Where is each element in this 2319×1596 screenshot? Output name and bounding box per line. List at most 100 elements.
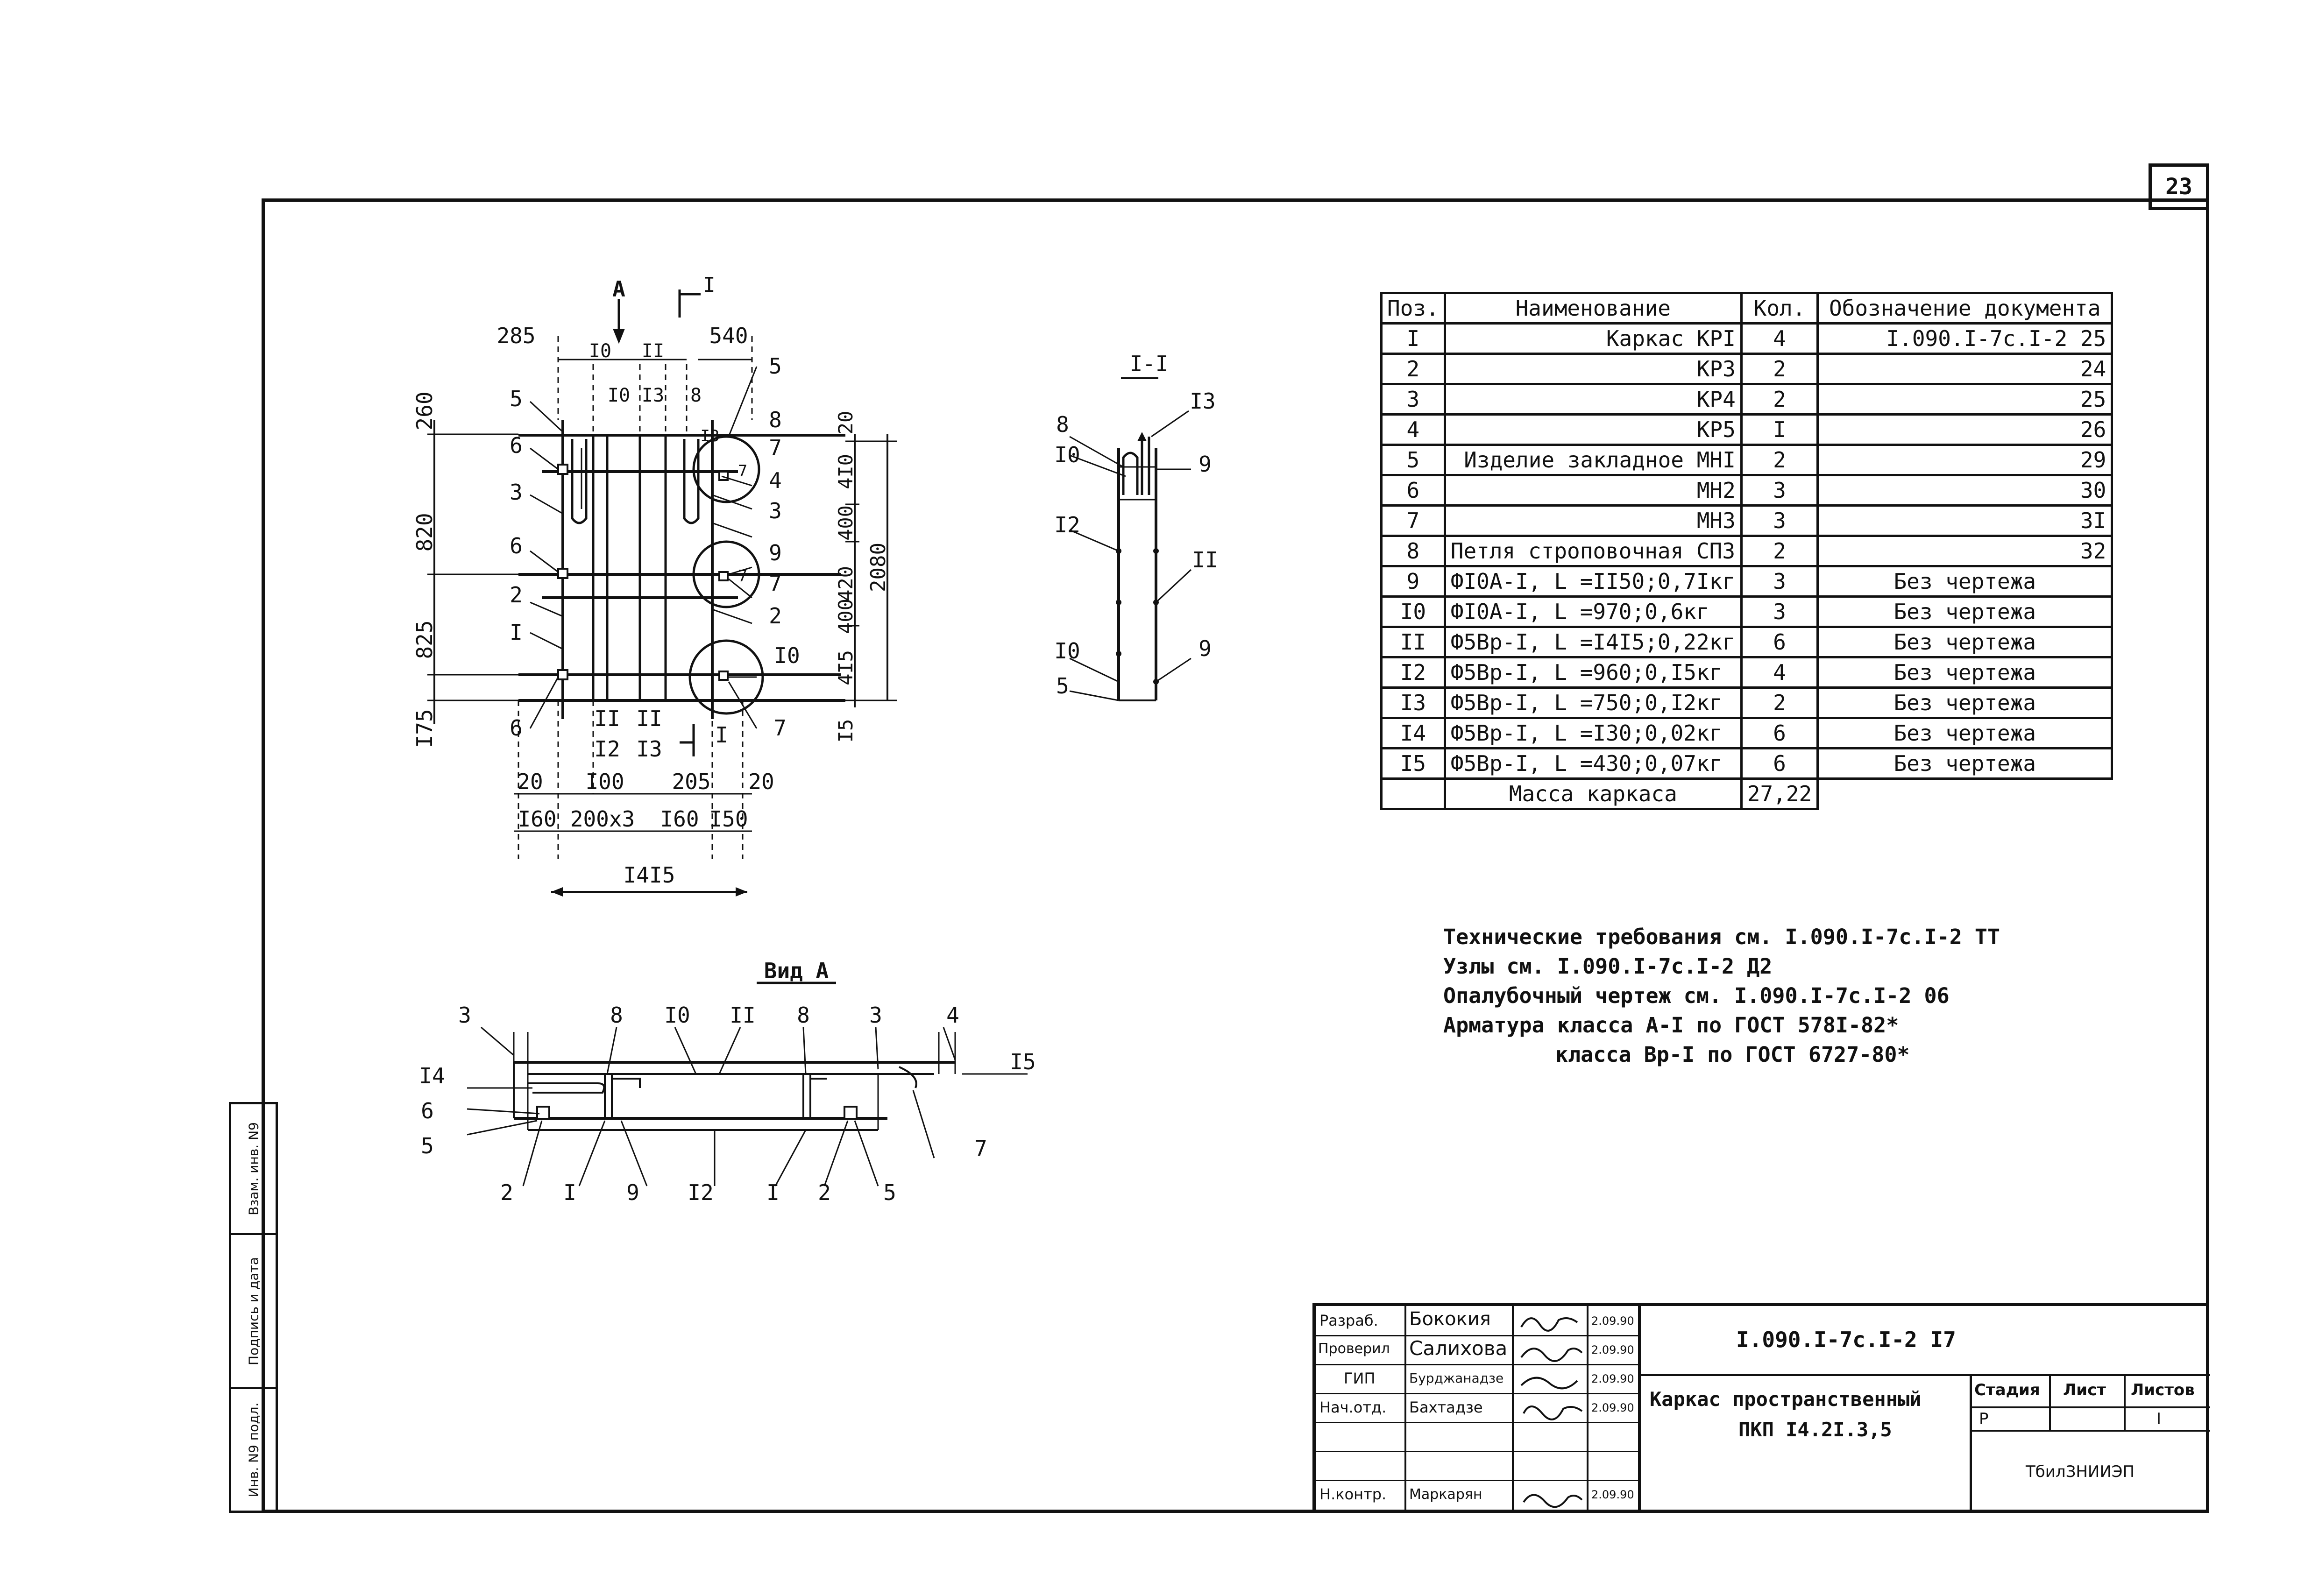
spec-name: Ф5Вр-I, L =750;0,I2кг [1443, 686, 1743, 719]
spec-pos: I0 [1380, 595, 1446, 628]
view-a-bottom-0: 2 [500, 1180, 513, 1205]
tb-date-6: 2.09.90 [1591, 1488, 1634, 1501]
spec-name: Ф5Вр-I, L =I30;0,02кг [1443, 717, 1743, 749]
signatures [1520, 1317, 1583, 1508]
spec-qty: 3 [1740, 504, 1819, 537]
dim-left-2: 825 [412, 620, 437, 659]
side-strip: Взам. инв. N9 Подпись и дата Инв. N9 под… [229, 1102, 278, 1513]
main-plan-view [427, 290, 897, 897]
table-row: 5 Изделие закладное МНI 2 29 [1380, 444, 2113, 476]
tb-stage-value: Р [1979, 1410, 1989, 1428]
spec-table-wrap: Поз. Наименование Кол. Обозначение докум… [1380, 292, 2113, 810]
dim-overall-width: I4I5 [624, 862, 675, 888]
spec-doc: 24 [1816, 353, 2113, 385]
section-left-0: 8 [1056, 412, 1069, 437]
section-right-1: 9 [1199, 452, 1212, 477]
spec-pos: 3 [1380, 383, 1446, 416]
view-a-bottom-4: I [766, 1180, 780, 1205]
section-view-labels: I-I 8 I0 I2 I0 5 I3 9 II 9 [1054, 351, 1218, 699]
spec-name: Изделие закладное МНI [1443, 444, 1743, 476]
top-label-0: I0 [589, 340, 611, 362]
table-row: 7 МН3 3 3I [1380, 504, 2113, 537]
spec-header-qty: Кол. [1740, 292, 1819, 325]
tb-title-line2: ПКП I4.2I.3,5 [1738, 1418, 1892, 1441]
dim-right-5: 4I5 [834, 650, 857, 685]
dim-bottom1-2: 205 [672, 769, 710, 794]
tb-sheets-value: I [2156, 1410, 2162, 1428]
top-label-4: 8 [690, 385, 702, 406]
spec-doc: 30 [1816, 474, 2113, 507]
dim-left-1: 820 [412, 513, 437, 551]
dim-bottom2-3: I50 [709, 806, 748, 832]
spec-qty: 6 [1740, 747, 1819, 780]
top-label-5: 5 [769, 353, 782, 379]
tb-name-0: Бококия [1409, 1308, 1491, 1330]
section-mark-a: А [612, 276, 625, 302]
dim-right-3: 420 [834, 566, 857, 601]
dim-right-4: 400 [834, 599, 857, 634]
view-a-bottom-3: I2 [688, 1180, 713, 1205]
view-a-top-4: 8 [797, 1003, 810, 1028]
view-a-top-0: 3 [458, 1003, 471, 1028]
view-a-top-3: II [730, 1003, 755, 1028]
spec-pos: II [1380, 626, 1446, 658]
spec-header-doc: Обозначение документа [1816, 292, 2113, 325]
bottom-tag-4: I [715, 722, 728, 748]
table-row: I Каркас КРI 4 I.090.I-7с.I-2 25 [1380, 322, 2113, 355]
spec-qty: 2 [1740, 444, 1819, 476]
spec-doc: 29 [1816, 444, 2113, 476]
left-pos-5: I [510, 620, 523, 645]
section-left-1: I0 [1054, 442, 1080, 467]
left-pos-1: 6 [510, 433, 523, 458]
view-a-bottom-1: I [563, 1180, 576, 1205]
spec-total-value: 27,22 [1740, 777, 1819, 810]
view-a-left-0: I4 [419, 1063, 445, 1088]
dim-bottom1-1: I00 [585, 769, 624, 794]
spec-total-row: Масса каркаса 27,22 [1380, 777, 2112, 810]
dim-left-3: I75 [412, 709, 437, 748]
spec-doc: I.090.I-7с.I-2 25 [1816, 322, 2113, 355]
spec-pos: I4 [1380, 717, 1446, 749]
spec-pos: 4 [1380, 413, 1446, 446]
left-pos-4: 2 [510, 582, 523, 607]
spec-name: ФI0А-I, L =970;0,6кг [1443, 595, 1743, 628]
table-row: I3 Ф5Вр-I, L =750;0,I2кг 2 Без чертежа [1380, 686, 2113, 719]
table-row: 4 КР5 I 26 [1380, 413, 2113, 446]
spec-qty: 6 [1740, 717, 1819, 749]
right-pos-7: I0 [774, 643, 800, 668]
circle-inner-1: 7 [738, 462, 747, 480]
spec-name: Ф5Вр-I, L =I4I5;0,22кг [1443, 626, 1743, 658]
section-ref: I [703, 273, 716, 297]
tb-role-0: Разраб. [1319, 1312, 1378, 1329]
view-a [467, 982, 1028, 1186]
section-left-4: 5 [1056, 673, 1069, 699]
tb-stage-label: Стадия [1974, 1381, 2040, 1399]
dim-overall-height: 2080 [866, 543, 890, 592]
spec-pos: 9 [1380, 565, 1446, 598]
left-pos-3: 6 [510, 533, 523, 558]
spec-doc: Без чертежа [1816, 686, 2113, 719]
spec-pos: 8 [1380, 535, 1446, 567]
tb-date-0: 2.09.90 [1591, 1314, 1634, 1328]
tb-role-2: ГИП [1344, 1370, 1376, 1387]
spec-total-doc-empty [1816, 777, 2112, 809]
left-pos-2: 3 [510, 480, 523, 505]
spec-doc: 3I [1816, 504, 2113, 537]
note-rebar-vr1: класса Вр-I по ГОСТ 6727-80* [1555, 1042, 1910, 1067]
spec-doc: Без чертежа [1816, 656, 2113, 689]
tb-doc-code: I.090.I-7с.I-2 I7 [1736, 1327, 1956, 1352]
side-cell-replaced-inv: Взам. инв. N9 [231, 1104, 276, 1235]
table-row: I4 Ф5Вр-I, L =I30;0,02кг 6 Без чертежа [1380, 717, 2113, 749]
spec-pos: 6 [1380, 474, 1446, 507]
view-a-left-1: 6 [421, 1098, 434, 1123]
right-pos-0: 8 [769, 407, 782, 432]
bottom-tag-3: I3 [636, 736, 662, 762]
dim-right-6: I5 [834, 719, 857, 743]
spec-qty: 2 [1740, 353, 1819, 385]
section-right-0: I3 [1190, 388, 1215, 414]
spec-name: ФI0А-I, L =II50;0,7Iкг [1443, 565, 1743, 598]
notes: Технические требования см. I.090.I-7с.I-… [1443, 922, 2000, 1069]
spec-doc: Без чертежа [1816, 747, 2113, 780]
spec-doc: Без чертежа [1816, 595, 2113, 628]
tb-date-2: 2.09.90 [1591, 1372, 1634, 1385]
